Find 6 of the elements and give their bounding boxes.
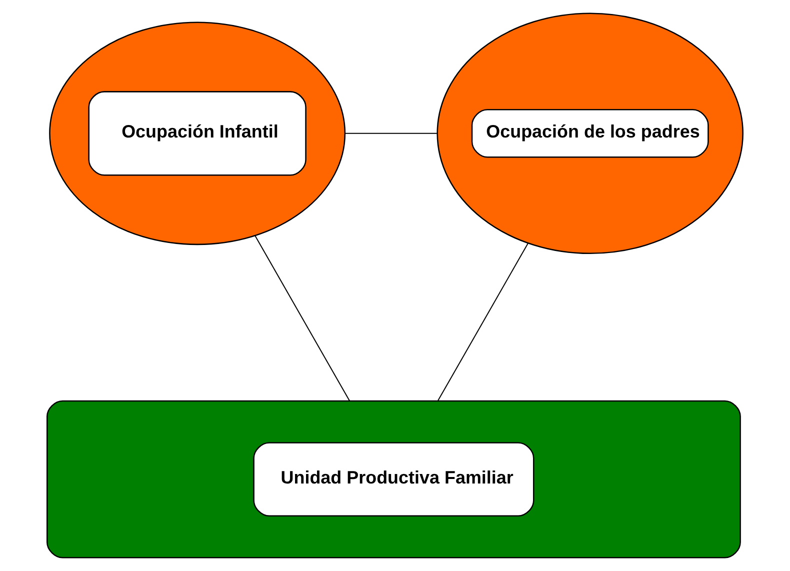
connector xyxy=(438,243,528,401)
connector xyxy=(345,132,437,134)
node-ellipse: Ocupación de los padres xyxy=(436,12,744,254)
node-box: Unidad Productiva Familiar xyxy=(46,400,741,558)
connector xyxy=(254,236,350,402)
node-ellipse: Ocupación Infantil xyxy=(49,22,346,246)
